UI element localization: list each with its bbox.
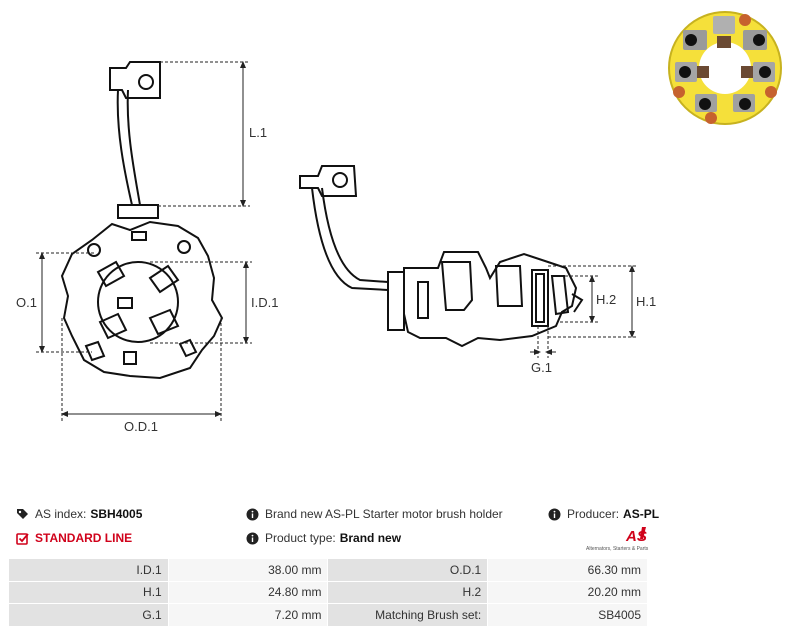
tag-icon bbox=[16, 508, 29, 521]
producer-value: AS-PL bbox=[623, 507, 660, 521]
as-index-value: SBH4005 bbox=[90, 507, 143, 521]
as-index: AS index: SBH4005 bbox=[16, 507, 142, 521]
table-row: H.1 24.80 mm H.2 20.20 mm bbox=[8, 580, 648, 604]
side-view bbox=[299, 165, 584, 348]
producer: Producer: AS-PL bbox=[548, 507, 659, 521]
spec-label: O.D.1 bbox=[327, 558, 489, 582]
spec-label: G.1 bbox=[8, 603, 169, 627]
dim-label-g1: G.1 bbox=[531, 360, 552, 375]
producer-label: Producer: bbox=[567, 507, 620, 521]
drawing-svg: L.1 O.1 I.D.1 O.D.1 bbox=[16, 61, 656, 434]
front-dimensions bbox=[36, 61, 252, 422]
product-photo bbox=[655, 6, 795, 131]
dim-label-o1: O.1 bbox=[16, 295, 37, 310]
dim-label-id1: I.D.1 bbox=[251, 295, 278, 310]
spec-label: I.D.1 bbox=[8, 558, 169, 582]
side-dimensions bbox=[530, 265, 638, 358]
spec-label: H.1 bbox=[8, 580, 169, 604]
spec-value: 66.30 mm bbox=[487, 558, 648, 582]
product-type: Product type: Brand new bbox=[246, 531, 401, 545]
table-row: G.1 7.20 mm Matching Brush set: SB4005 bbox=[8, 603, 648, 627]
dim-label-od1: O.D.1 bbox=[124, 419, 158, 434]
front-view bbox=[60, 61, 224, 380]
logo-tagline: Alternators, Starters & Parts bbox=[586, 546, 649, 552]
brush-holder-photo bbox=[668, 11, 782, 125]
logo-graphic: AS Alternators, Starters & Parts bbox=[586, 527, 649, 552]
info-icon bbox=[246, 508, 259, 521]
product-type-value: Brand new bbox=[339, 531, 402, 545]
standard-line-label: STANDARD LINE bbox=[35, 531, 133, 545]
check-square-icon bbox=[16, 532, 29, 545]
description-text: Brand new AS-PL Starter motor brush hold… bbox=[265, 507, 503, 521]
spec-value: SB4005 bbox=[487, 603, 648, 627]
spec-value: 24.80 mm bbox=[167, 580, 329, 604]
dim-label-h1: H.1 bbox=[636, 294, 656, 309]
product-type-label: Product type: bbox=[265, 531, 336, 545]
info-icon bbox=[548, 508, 561, 521]
dim-label-h2: H.2 bbox=[596, 292, 616, 307]
spec-label: Matching Brush set: bbox=[327, 603, 489, 627]
spec-value: 38.00 mm bbox=[167, 558, 329, 582]
logo-text: AS bbox=[625, 528, 647, 545]
spec-label: H.2 bbox=[327, 580, 489, 604]
spec-value: 20.20 mm bbox=[487, 580, 648, 604]
as-index-label: AS index: bbox=[35, 507, 87, 521]
technical-drawing: L.1 O.1 I.D.1 O.D.1 bbox=[16, 61, 656, 434]
as-pl-logo: AS Alternators, Starters & Parts bbox=[582, 525, 652, 553]
product-description: Brand new AS-PL Starter motor brush hold… bbox=[246, 507, 503, 521]
table-row: I.D.1 38.00 mm O.D.1 66.30 mm bbox=[8, 558, 648, 582]
info-icon bbox=[246, 532, 259, 545]
spec-value: 7.20 mm bbox=[167, 603, 329, 627]
dim-label-l1: L.1 bbox=[249, 125, 267, 140]
standard-line: STANDARD LINE bbox=[16, 531, 132, 545]
spec-table: I.D.1 38.00 mm O.D.1 66.30 mm H.1 24.80 … bbox=[8, 558, 648, 627]
